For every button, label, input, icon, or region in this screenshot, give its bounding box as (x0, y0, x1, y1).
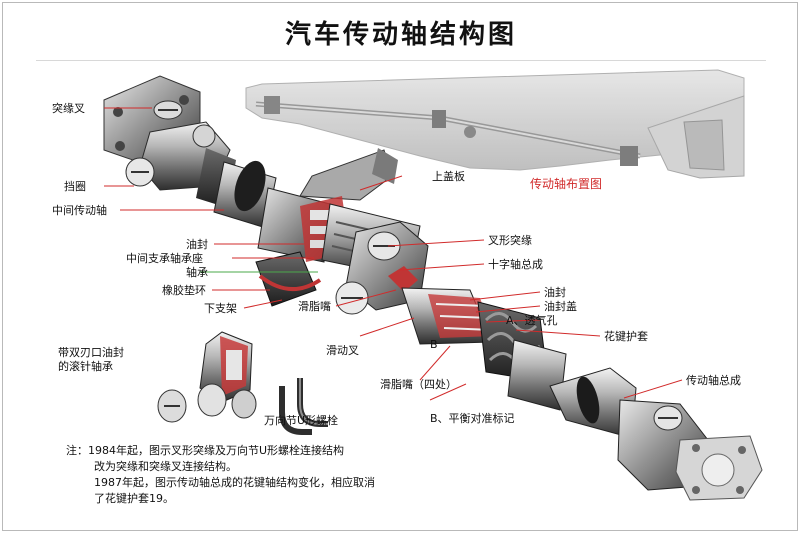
label-balance-mark: B、平衡对准标记 (430, 412, 515, 425)
label-snap-ring: 挡圈 (64, 180, 86, 193)
layout-drawing (245, 69, 745, 179)
label-u-bolt: 万向节U形螺栓 (264, 414, 339, 427)
label-slip-yoke: 滑动叉 (326, 344, 359, 357)
note-line-3: 1987年起，图示传动轴总成的花键轴结构变化，相应取消 (94, 476, 375, 489)
label-oil-seal-right: 油封 (544, 286, 566, 299)
label-vent-hole: A、透气孔 (506, 314, 558, 327)
label-lower-bracket: 下支架 (204, 302, 237, 315)
label-cross-assembly: 十字轴总成 (488, 258, 543, 271)
label-intermediate-shaft: 中间传动轴 (52, 204, 107, 217)
note-line-4: 了花键护套19。 (94, 492, 174, 505)
label-yoke-flange: 叉形突缘 (488, 234, 532, 247)
label-center-bearing-housing: 中间支承轴承座 (126, 252, 203, 265)
label-grease-nipples-four: 滑脂嘴（四处） (380, 378, 457, 391)
label-oil-seal-cover: 油封盖 (544, 300, 577, 313)
page-title: 汽车传动轴结构图 (284, 20, 517, 50)
intermediate-shaft (196, 148, 277, 229)
label-oil-seal-left: 油封 (186, 238, 208, 251)
note-line-2: 改为突缘和突缘叉连接结构。 (94, 460, 237, 473)
needle-bearing-detail (157, 331, 257, 423)
label-needle-bearing-line1: 带双刃口油封 (58, 346, 124, 359)
label-grease-nipple: 滑脂嘴 (298, 300, 331, 313)
label-driveshaft-assembly: 传动轴总成 (686, 374, 741, 387)
label-mark-b: B (430, 338, 438, 351)
label-spline-boot: 花键护套 (604, 330, 648, 343)
label-layout-drawing: 传动轴布置图 (530, 177, 603, 191)
label-upper-cover: 上盖板 (432, 170, 465, 183)
leader-lines (104, 107, 683, 401)
label-bearing: 轴承 (186, 266, 208, 279)
title-divider (36, 60, 766, 61)
label-needle-bearing-line2: 的滚针轴承 (58, 360, 113, 373)
note-line-1: 注：1984年起，图示叉形突缘及万向节U形螺栓连接结构 (66, 444, 345, 457)
u-bolt (279, 378, 328, 435)
driveshaft-assembly (103, 75, 763, 501)
slip-yoke (401, 287, 494, 345)
shaft-tube (507, 339, 637, 439)
label-rubber-cushion: 橡胶垫环 (162, 284, 206, 297)
label-flange-yoke: 突缘叉 (52, 102, 85, 115)
rear-flange (617, 399, 763, 501)
